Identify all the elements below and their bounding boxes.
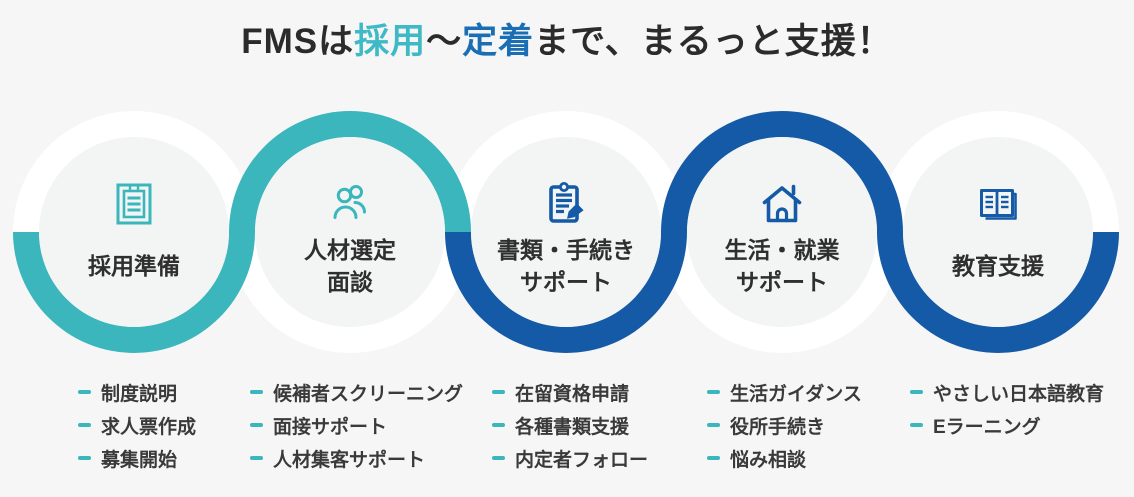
step-label-line: サポート: [520, 269, 612, 295]
list-item: 制度説明: [78, 380, 196, 405]
dash-icon: [250, 390, 263, 394]
people-icon: [333, 185, 366, 219]
title-part: 〜: [426, 22, 463, 61]
step-label-line: 教育支援: [952, 253, 1044, 279]
ring-blue-bottom-5: [877, 232, 1119, 353]
dash-icon: [707, 423, 720, 427]
dash-icon: [78, 423, 91, 427]
title-part-highlight-blue: 定着: [462, 22, 535, 61]
list-item-label: 悩み相談: [730, 449, 807, 471]
ring-blue-top-4: [661, 111, 903, 232]
list-item-label: 制度説明: [101, 383, 178, 405]
list-item: やさしい日本語教育: [910, 380, 1105, 405]
document-pen-icon: [549, 182, 584, 223]
list-item: 面接サポート: [250, 413, 463, 438]
step-circle-2: [255, 137, 445, 327]
step-label-line: 生活・就業: [724, 237, 840, 263]
dash-icon: [910, 423, 923, 427]
list-item: 悩み相談: [707, 446, 862, 471]
dash-icon: [78, 390, 91, 394]
title-part: まで、まるっと支援！: [534, 22, 893, 61]
dash-icon: [910, 390, 923, 394]
list-item-label: Eラーニング: [933, 416, 1041, 438]
dash-icon: [492, 423, 505, 427]
list-item-label: 候補者スクリーニング: [273, 383, 464, 405]
list-item: 求人票作成: [78, 413, 197, 438]
list-item: 役所手続き: [707, 413, 862, 438]
dash-icon: [492, 456, 505, 460]
step-label-2: 人材選定面談: [240, 232, 460, 300]
step-label-5: 教育支援: [888, 232, 1108, 300]
step-label-1: 採用準備: [24, 232, 244, 300]
bullet-list-1: 制度説明 求人票作成 募集開始: [78, 380, 196, 479]
bullet-list-5: やさしい日本語教育 Eラーニング: [910, 380, 1104, 446]
step-label-line: サポート: [736, 269, 828, 295]
list-item-label: 各種書類支援: [515, 416, 630, 438]
step-circle-5: [903, 137, 1093, 327]
ring-white-top-3: [445, 111, 687, 232]
step-label-line: 人材選定: [304, 237, 396, 263]
dash-icon: [78, 456, 91, 460]
dash-icon: [707, 456, 720, 460]
book-icon: [980, 189, 1017, 220]
ring-blue-bottom-3: [445, 232, 687, 353]
bullet-list-2: 候補者スクリーニング 面接サポート 人材集客サポート: [250, 380, 463, 479]
step-label-3: 書類・手続きサポート: [456, 232, 676, 300]
step-label-4: 生活・就業サポート: [672, 232, 892, 300]
list-item: 募集開始: [78, 446, 196, 471]
list-item: 生活ガイダンス: [707, 380, 862, 405]
dash-icon: [492, 390, 505, 394]
step-circle-1: [39, 137, 229, 327]
step-circle-3: [471, 137, 661, 327]
list-item-label: 募集開始: [101, 449, 178, 471]
list-item: 人材集客サポート: [250, 446, 463, 471]
step-label-line: 面談: [327, 269, 373, 295]
list-item: 在留資格申請: [492, 380, 648, 405]
step-label-line: 採用準備: [88, 253, 180, 279]
list-item: 各種書類支援: [492, 413, 648, 438]
clipboard-icon: [116, 183, 152, 225]
ring-teal-bottom-1: [13, 232, 255, 353]
ring-white-bottom-4: [661, 232, 903, 353]
title-part: FMSは: [241, 22, 355, 61]
step-label-line: 書類・手続き: [497, 237, 635, 263]
ring-white-top-5: [877, 111, 1119, 232]
ring-teal-top-2: [229, 111, 471, 232]
ring-white-bottom-2: [229, 232, 471, 353]
list-item-label: 役所手続き: [730, 416, 826, 438]
list-item-label: やさしい日本語教育: [933, 383, 1105, 405]
list-item-label: 求人票作成: [101, 416, 197, 438]
list-item: 内定者フォロー: [492, 446, 649, 471]
page-title: FMSは採用〜定着まで、まるっと支援！: [0, 13, 1134, 64]
ring-white-top-1: [13, 111, 255, 232]
list-item-label: 在留資格申請: [515, 383, 630, 405]
list-item-label: 内定者フォロー: [515, 449, 649, 471]
dash-icon: [250, 456, 263, 460]
bullet-list-3: 在留資格申請 各種書類支援 内定者フォロー: [492, 380, 648, 479]
list-item-label: 面接サポート: [273, 416, 388, 438]
dash-icon: [250, 423, 263, 427]
title-part-highlight-teal: 採用: [354, 22, 427, 61]
bullet-list-4: 生活ガイダンス 役所手続き 悩み相談: [707, 380, 862, 479]
list-item: Eラーニング: [910, 413, 1104, 438]
list-item-label: 生活ガイダンス: [730, 383, 862, 405]
list-item: 候補者スクリーニング: [250, 380, 464, 405]
list-item-label: 人材集客サポート: [273, 449, 426, 471]
step-circle-4: [687, 137, 877, 327]
house-icon: [762, 184, 802, 223]
dash-icon: [707, 390, 720, 394]
